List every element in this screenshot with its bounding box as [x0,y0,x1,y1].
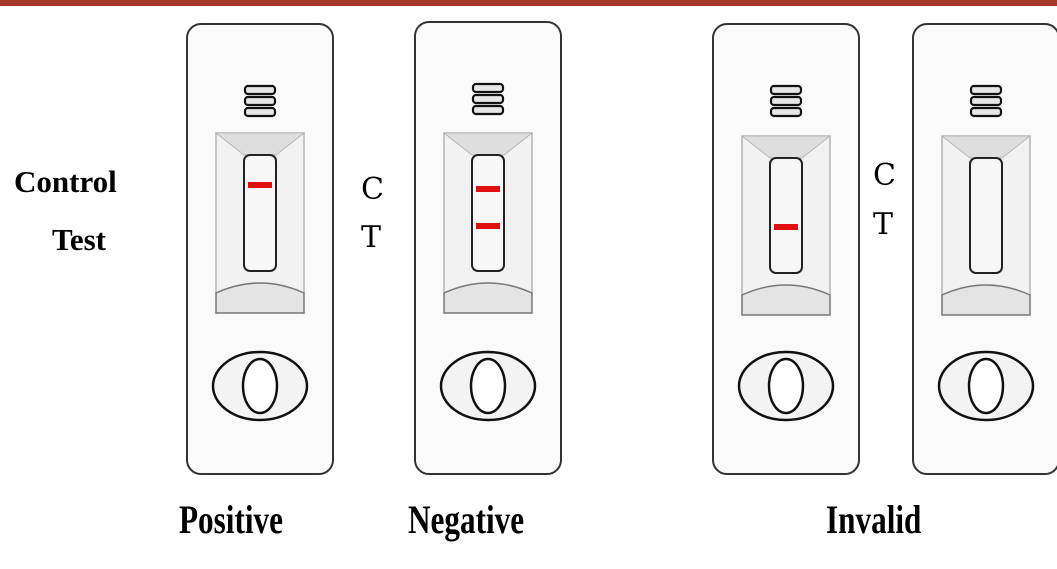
window-bevel [214,132,306,156]
cassette-shoulder [741,284,831,316]
cassette-invalid-2 [912,23,1057,475]
test-strip [471,154,505,272]
control-line [476,186,500,192]
cassette-shoulder [215,282,305,314]
grip-ridges [243,84,277,118]
test-strip [243,154,277,272]
cassette-negative [414,21,562,475]
sample-well-inner [469,357,507,415]
cassette-invalid-1 [712,23,860,475]
result-positive-label: Positive [179,497,283,542]
grip-ridges [969,84,1003,118]
c-marker-2: C [873,158,896,193]
test-strip [769,157,803,274]
window-bevel [442,132,534,156]
t-marker-2: T [873,207,894,242]
cassette-shoulder [443,282,533,314]
grip-ridges [471,82,505,116]
control-label: Control [14,164,117,199]
sample-well-inner [967,357,1005,415]
cassette-shoulder [941,284,1031,316]
cassette-positive-1 [186,23,334,475]
sample-well-inner [241,357,279,415]
window-bevel [940,135,1032,159]
result-negative-label: Negative [408,497,525,542]
test-line [774,224,798,230]
control-line [248,182,272,188]
test-line [476,223,500,229]
test-strip [969,157,1003,274]
grip-ridges [769,84,803,118]
test-label: Test [52,222,106,257]
sample-well-inner [767,357,805,415]
t-marker-1: T [361,220,382,255]
window-bevel [740,135,832,159]
result-invalid-label: Invalid [826,497,922,542]
header-bar [0,0,1057,6]
c-marker-1: C [361,172,384,207]
